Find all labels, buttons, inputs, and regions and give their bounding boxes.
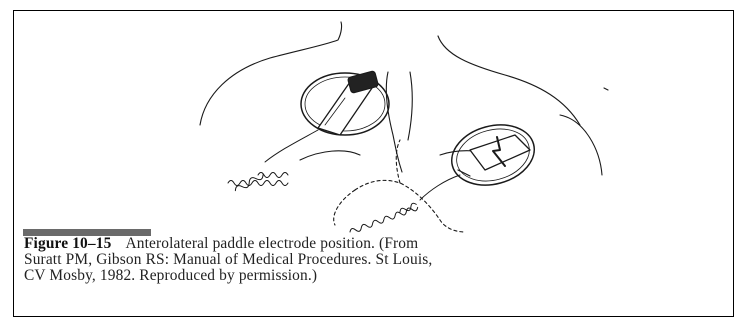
figure-label: Figure 10–15	[24, 235, 111, 252]
caption-line-2: Suratt PM, Gibson RS: Manual of Medical …	[24, 252, 729, 268]
caption-line-1: Figure 10–15 Anterolateral paddle electro…	[24, 236, 729, 252]
left-shoulder-line	[200, 22, 342, 125]
sternal-paddle	[301, 71, 389, 135]
caption-line-3: CV Mosby, 1982. Reproduced by permission…	[24, 268, 729, 284]
heart-outline	[355, 180, 465, 232]
sternum-line	[386, 72, 402, 172]
apex-paddle-cable	[420, 175, 460, 200]
sternal-paddle-cable	[265, 130, 318, 162]
right-shoulder-line	[438, 36, 580, 125]
caption-text-1: Anterolateral paddle electrode position.…	[125, 235, 418, 252]
figure-caption: Figure 10–15 Anterolateral paddle electro…	[24, 236, 729, 284]
apex-paddle	[445, 116, 541, 194]
